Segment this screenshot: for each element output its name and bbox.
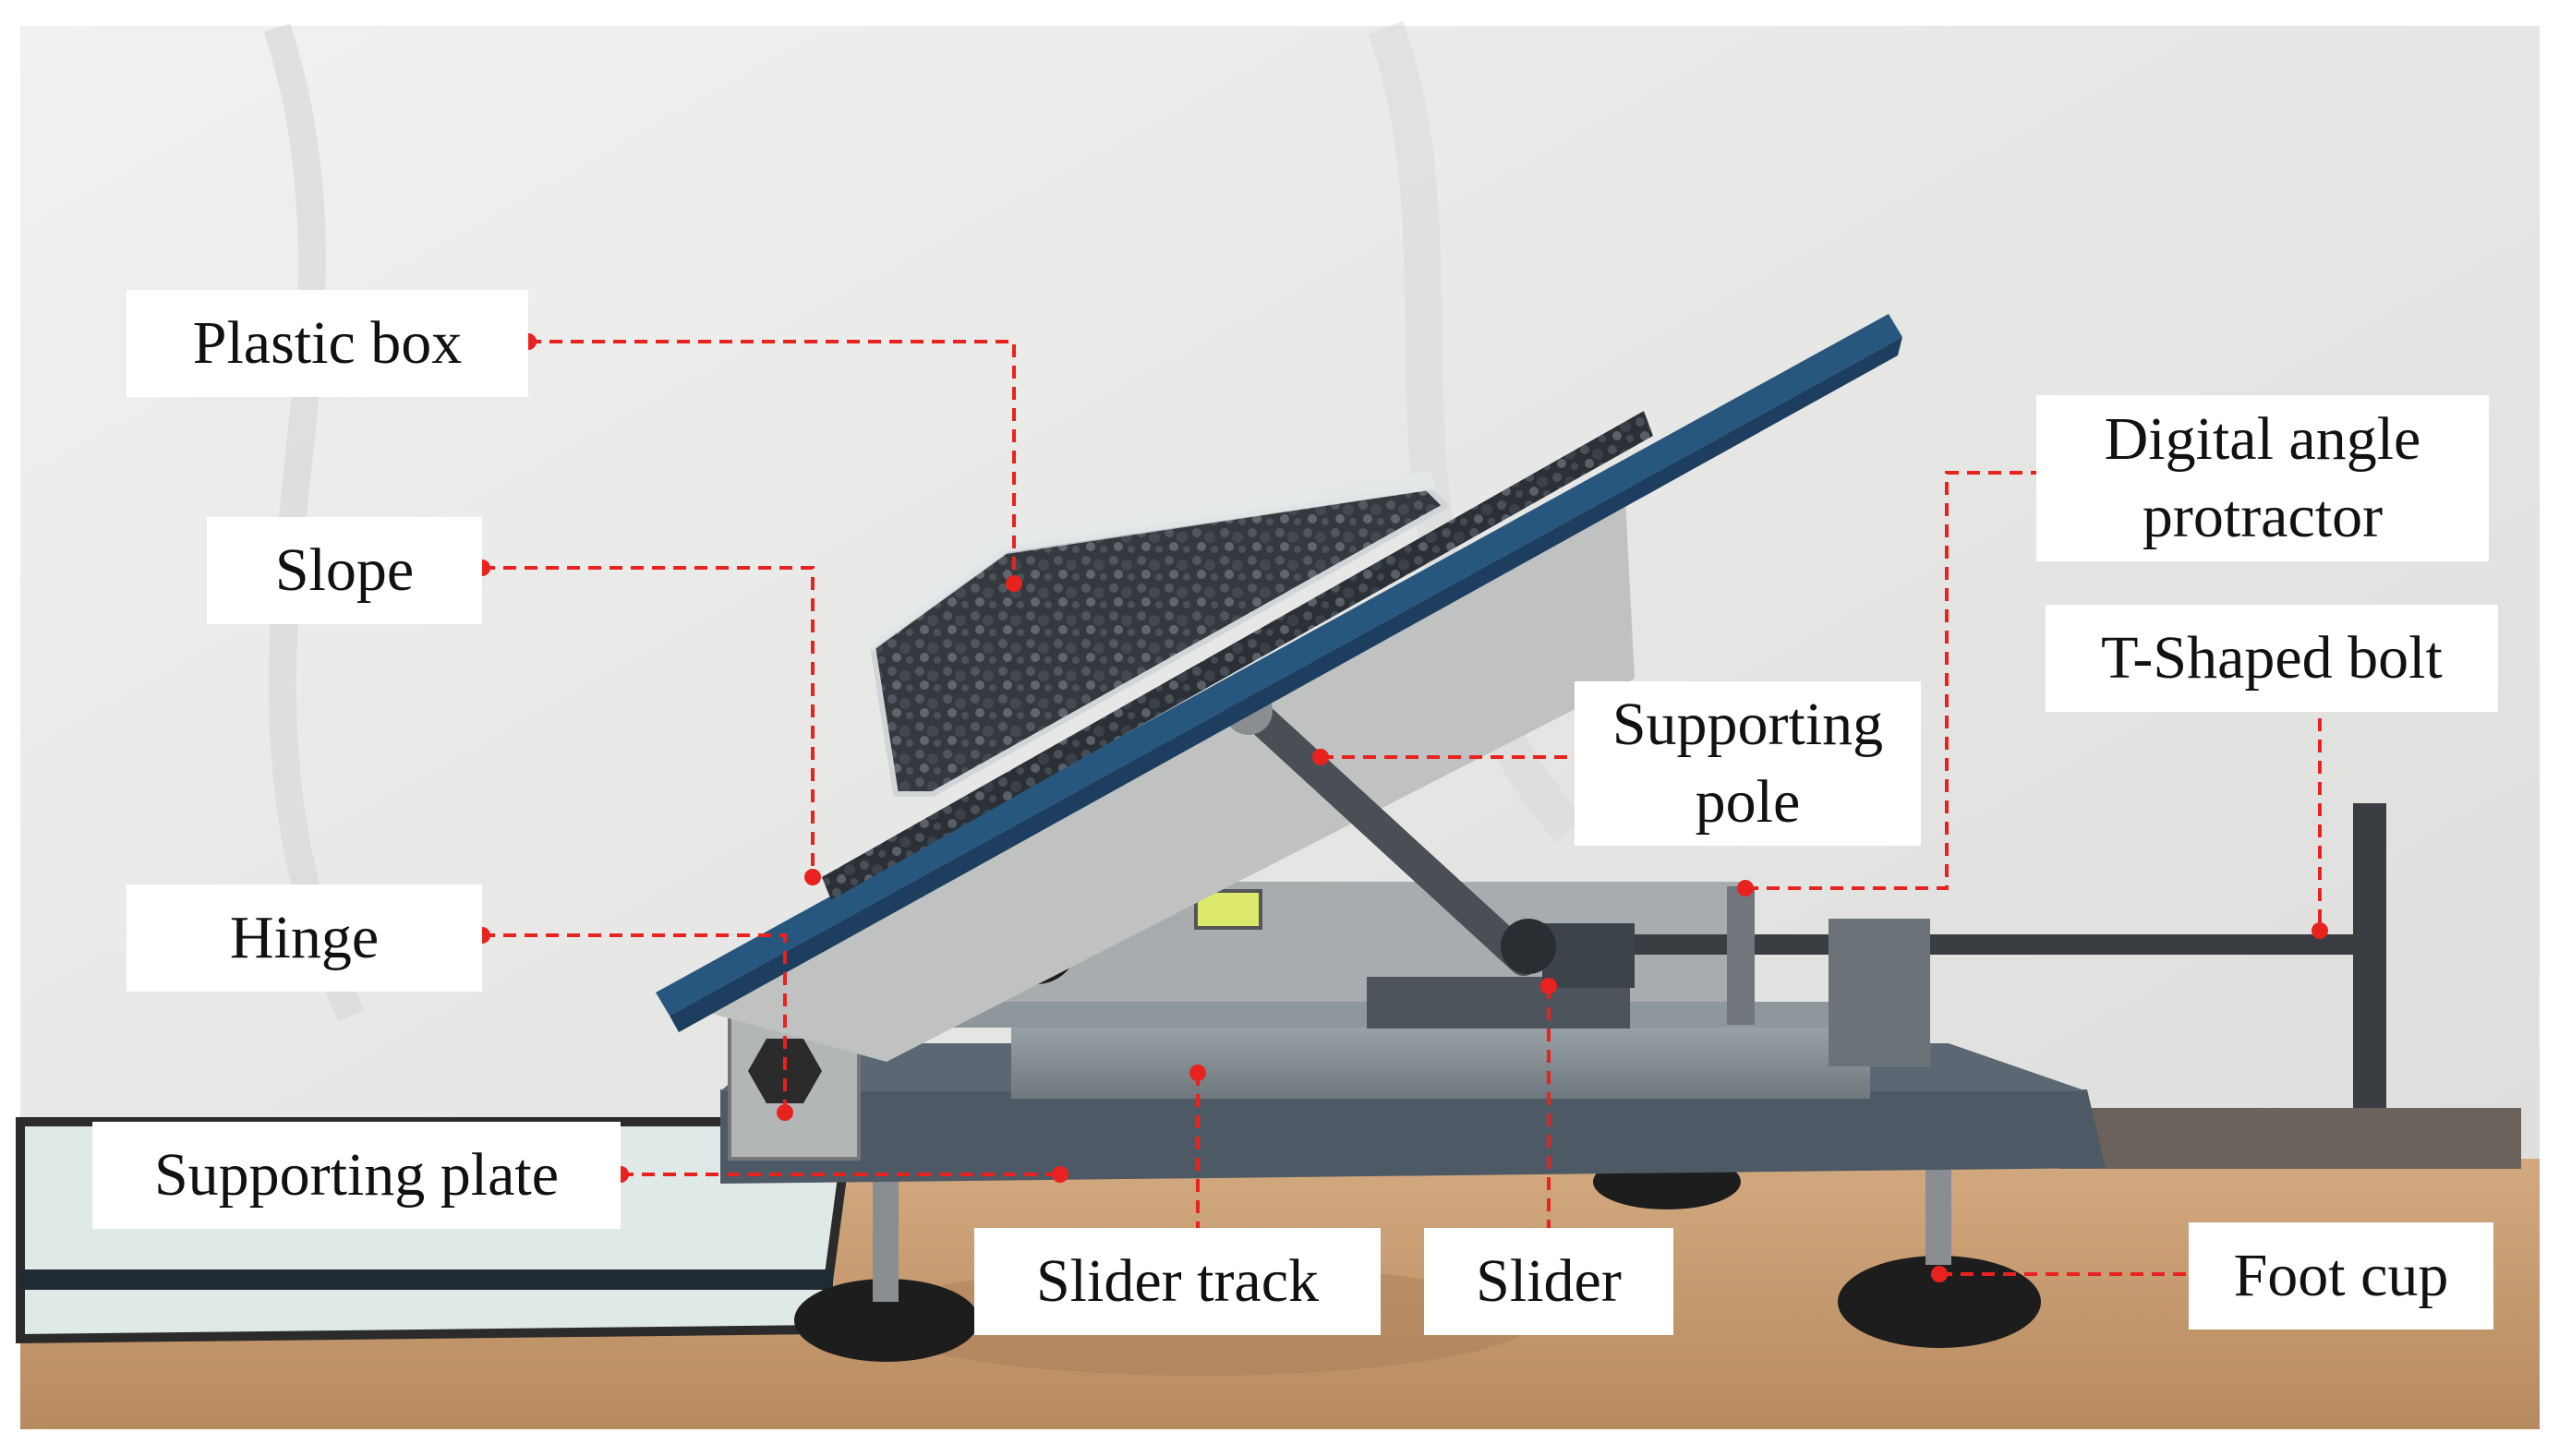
t-bolt-bracket — [1829, 919, 1930, 1066]
dot-hinge — [777, 1104, 793, 1121]
dot-supporting-pole — [1312, 749, 1329, 765]
slider-clamp — [1542, 923, 1635, 988]
label-hinge: Hinge — [127, 884, 482, 992]
t-bolt-handle — [2353, 803, 2386, 1108]
dot-slider — [1540, 978, 1557, 994]
dot-supporting-plate — [1052, 1166, 1068, 1183]
foot-cup-stem — [873, 1163, 899, 1302]
right-upright — [1727, 886, 1755, 1025]
dot-t-bolt — [2312, 922, 2328, 939]
foot-cup-right — [1838, 1256, 2041, 1348]
slope-plate-face — [670, 337, 1902, 1032]
label-plastic-box: Plastic box — [127, 290, 528, 397]
label-supporting-pole-line2: pole — [1695, 768, 1801, 836]
t-bolt-shaft — [1635, 934, 2364, 955]
dot-plastic-box — [1006, 575, 1022, 592]
dot-protractor — [1737, 880, 1754, 896]
dot-foot-cup — [1931, 1266, 1948, 1282]
dot-slope — [804, 869, 821, 885]
foot-cup-left — [794, 1279, 979, 1362]
tray-rim — [20, 1269, 833, 1290]
label-slider: Slider — [1424, 1228, 1673, 1335]
label-protractor-line2: protractor — [2142, 483, 2384, 550]
supporting-pole — [1231, 691, 1539, 976]
label-supporting-pole: Supporting pole — [1575, 681, 1921, 846]
gravel-layer — [822, 411, 1653, 900]
backdrop-fold — [263, 23, 364, 1022]
label-supporting-pole-line1: Supporting — [1611, 691, 1884, 758]
hinge-nut — [748, 1039, 822, 1103]
slope-plate — [656, 314, 1902, 1016]
slope-frame — [702, 499, 1635, 1062]
label-protractor-line1: Digital angle — [2104, 405, 2421, 473]
label-digital-angle-protractor: Digital angle protractor — [2036, 395, 2489, 561]
label-supporting-plate: Supporting plate — [92, 1122, 621, 1229]
label-t-shaped-bolt: T-Shaped bolt — [2046, 605, 2498, 712]
leader-dots — [474, 333, 2328, 1282]
plastic-box-rim — [863, 471, 1436, 651]
label-slope: Slope — [207, 517, 482, 624]
label-foot-cup: Foot cup — [2189, 1222, 2493, 1330]
slider-track — [1011, 1025, 1870, 1099]
pole-joint-bottom — [1501, 919, 1556, 974]
label-slider-track: Slider track — [974, 1228, 1381, 1335]
leader-lines — [482, 340, 2322, 1276]
supporting-plate — [720, 1089, 2106, 1184]
bolt-base-plate — [2059, 1108, 2521, 1169]
dot-slider-track — [1189, 1065, 1206, 1081]
